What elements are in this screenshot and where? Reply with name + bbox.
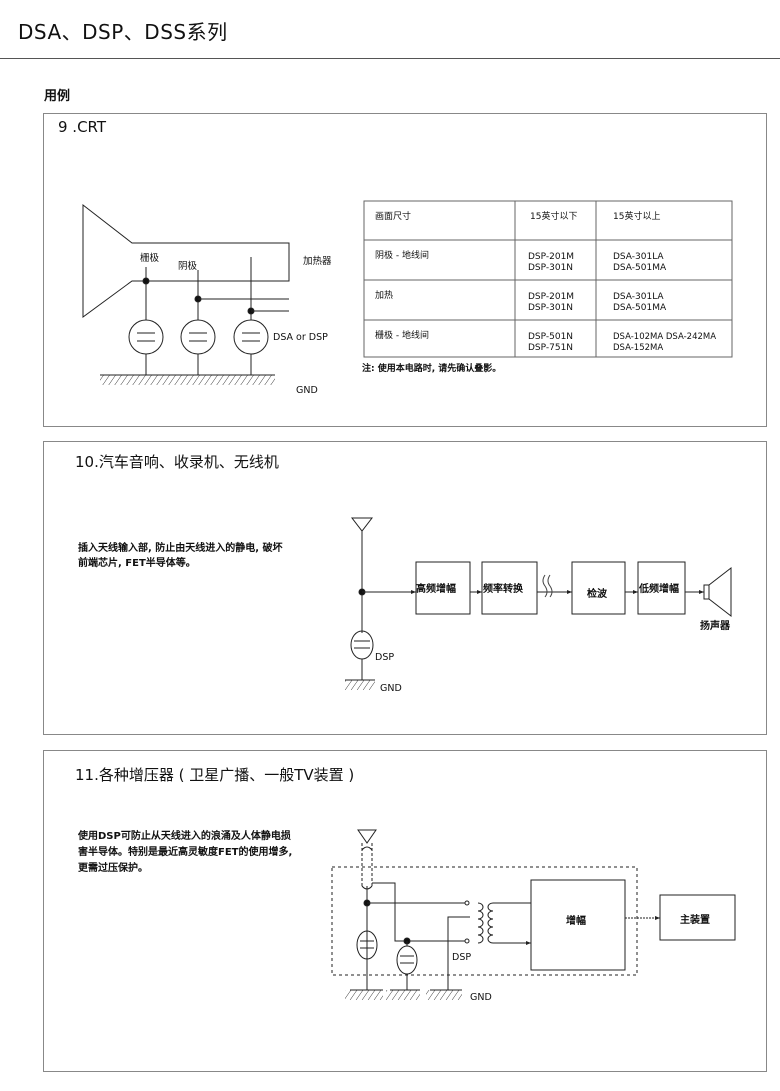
gnd-label: GND [380, 683, 402, 694]
booster-panel [43, 750, 767, 1072]
block-freq-convert: 频率转换 [483, 584, 523, 595]
part-number: DSA-301LA [613, 292, 664, 302]
part-number: DSA-501MA [613, 263, 667, 273]
crt-panel [43, 113, 767, 427]
grid-label: 栅极 [140, 253, 160, 264]
description-line: 前端芯片, FET半导体等。 [78, 558, 196, 569]
part-number: DSA-102MA DSA-242MA [613, 332, 717, 342]
speaker-label: 扬声器 [700, 621, 730, 632]
booster-heading: 11.各种增压器 ( 卫星广播、一般TV装置 ) [75, 766, 355, 784]
gnd-label: GND [296, 385, 318, 396]
device-label: DSA or DSP [273, 332, 328, 343]
gnd-label: GND [470, 992, 492, 1003]
crt-diagram [82, 203, 290, 385]
part-number: DSP-301N [528, 303, 574, 313]
booster-description: 使用DSP可防止从天线进入的浪涌及人体静电损害半导体。特别是最近高灵敏度FET的… [78, 829, 292, 877]
block-rf-amp: 高频增幅 [416, 584, 456, 595]
table-header: 画面尺寸 [375, 212, 412, 222]
part-number: DSA-501MA [613, 303, 667, 313]
booster-diagram [331, 829, 736, 1000]
part-number: DSA-301LA [613, 252, 664, 262]
description-line: 害半导体。特别是最近高灵敏度FET的使用增多, [78, 847, 293, 858]
cathode-label: 阴极 [178, 261, 198, 272]
table-header: 15英寸以上 [613, 212, 661, 222]
main-unit-label: 主装置 [680, 915, 710, 926]
part-number: DSP-501N [528, 332, 574, 342]
crt-heading: 9 .CRT [58, 118, 107, 136]
part-number: DSP-201M [528, 252, 575, 262]
dsp-label: DSP [452, 952, 472, 963]
part-number: DSP-751N [528, 343, 574, 353]
car-audio-description: 插入天线输入部, 防止由天线进入的静电, 破坏前端芯片, FET半导体等。 [78, 541, 283, 571]
description-line: 更需过压保护。 [78, 863, 148, 874]
description-line: 使用DSP可防止从天线进入的浪涌及人体静电损 [78, 831, 291, 842]
part-number: DSA-152MA [613, 343, 664, 353]
heater-label: 加热器 [303, 256, 332, 267]
amplifier-label: 增幅 [566, 916, 586, 927]
table-row-label: 阴极 - 地线间 [375, 251, 429, 261]
table-header: 15英寸以下 [530, 212, 578, 222]
header-divider [0, 58, 780, 59]
block-detector: 检波 [587, 589, 607, 600]
crt-table-grid [363, 200, 733, 358]
part-number: DSP-201M [528, 292, 575, 302]
description-line: 插入天线输入部, 防止由天线进入的静电, 破坏 [78, 543, 283, 554]
table-row-label: 栅极 - 地线间 [375, 331, 429, 341]
car-audio-heading: 10.汽车音响、收录机、无线机 [75, 453, 279, 471]
car-audio-panel [43, 441, 767, 735]
section-title: 用例 [44, 89, 71, 104]
table-note: 注: 使用本电路时, 请先确认叠影。 [362, 364, 502, 374]
car-audio-diagram [345, 517, 732, 690]
part-number: DSP-301N [528, 263, 574, 273]
page-title: DSA、DSP、DSS系列 [18, 20, 228, 44]
dsp-label: DSP [375, 652, 395, 663]
table-row-label: 加热 [375, 291, 394, 301]
block-af-amp: 低频增幅 [639, 584, 679, 595]
